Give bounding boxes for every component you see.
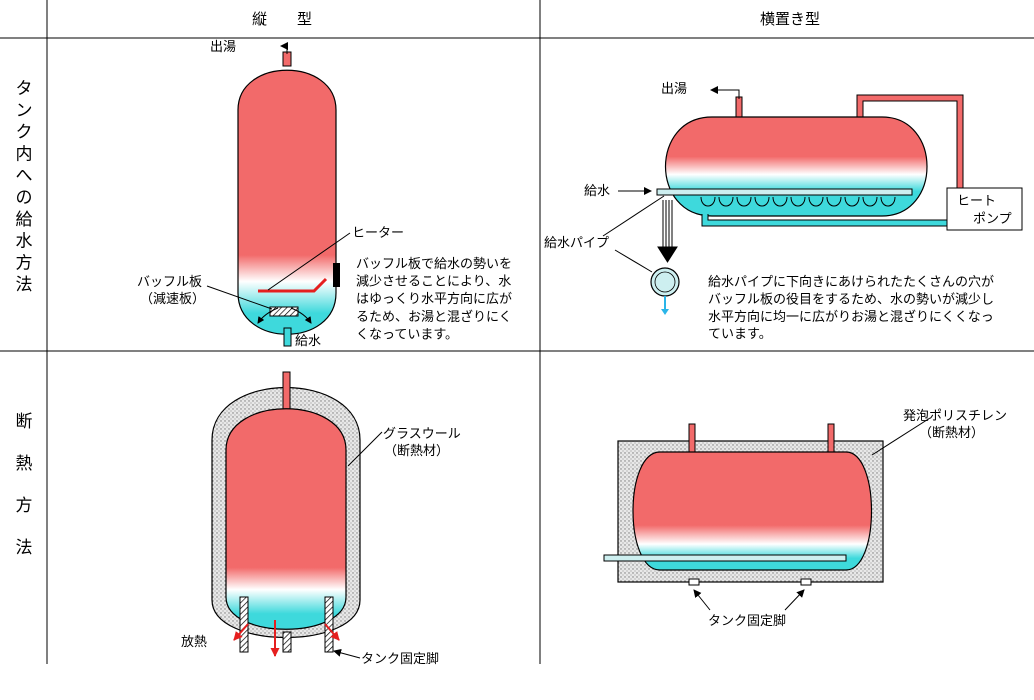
label-water-pipe: 給水パイプ [544,236,609,251]
coil-loop [880,196,896,207]
description-text: バッフル板で給水の勢いを減少させることにより、水はゆっくり水平方向に広がるため、… [356,257,512,342]
coil-loop [844,196,860,207]
label-heat-release: 放熱 [181,635,207,650]
vertical-tank-body-2 [225,408,347,630]
vertical-tank-insulation: グラスウール （断熱材） 放熱 タンク固定脚 [181,371,461,667]
table-grid [0,0,1034,664]
downward-arrow [657,200,678,263]
label-tank-legs-h: タンク固定脚 [708,613,786,629]
vertical-tank-supply: 出湯 給水 ヒーター バッフル板 （減速板） バッフル板で給水の勢いを減少させる… [137,40,512,349]
label-baffle: バッフル板 [137,275,202,290]
label-water-in-h: 給水 [584,184,610,199]
heater-coil [700,196,896,207]
coil-loop [754,196,770,207]
row-label-water-supply: タンク内への給水方法 [16,79,33,295]
description-text: 給水パイプに下向きにあけられたたくさんの穴がバッフル板の役目をするため、水の勢い… [708,274,994,342]
label-water-in: 給水 [295,334,321,349]
coil-loop [790,196,806,207]
label-baffle-sub: （減速板） [140,291,205,307]
coil-loop [736,196,752,207]
description-vertical: バッフル板で給水の勢いを減少させることにより、水はゆっくり水平方向に広がるため、… [356,257,512,342]
horizontal-tank-supply: 出湯 ヒート ポンプ 給水 給水パイプ 給水パイプに下向きにあけられたたくさんの… [544,82,1023,342]
row-label-insulation: 断熱方法 [16,412,33,558]
label-glass-wool: グラスウール [383,427,461,442]
coil-loop [718,196,734,207]
coil-loop [862,196,878,207]
coil-loop [826,196,842,207]
row-label-text: 断熱方法 [16,412,33,558]
horizontal-tank-body [665,116,928,217]
header-horizontal: 横置き型 [760,10,820,28]
heat-pump-box [946,187,1023,231]
horizontal-tank-body-2 [632,451,873,571]
header-vertical: 縦 型 [252,10,312,28]
label-foam-sub: （断熱材） [919,426,984,441]
vertical-tank-body [237,69,337,335]
label-glass-wool-sub: （断熱材） [384,444,449,459]
label-heat-pump-2: ポンプ [973,212,1012,227]
label-heat-pump-1: ヒート [957,194,996,209]
horizontal-tank-insulation: 発泡ポリスチレン （断熱材） タンク固定脚 [603,409,1007,629]
coil-loop [772,196,788,207]
label-hot-out-h: 出湯 [661,82,687,97]
row-label-text: タンク内への給水方法 [16,79,33,295]
coil-loop [700,196,716,207]
coil-loop [808,196,824,207]
label-hot-out: 出湯 [210,40,236,55]
description-horizontal: 給水パイプに下向きにあけられたたくさんの穴がバッフル板の役目をするため、水の勢い… [708,274,994,342]
label-foam: 発泡ポリスチレン [903,409,1007,424]
label-tank-legs-v: タンク固定脚 [361,651,439,667]
label-heater: ヒーター [352,226,404,241]
